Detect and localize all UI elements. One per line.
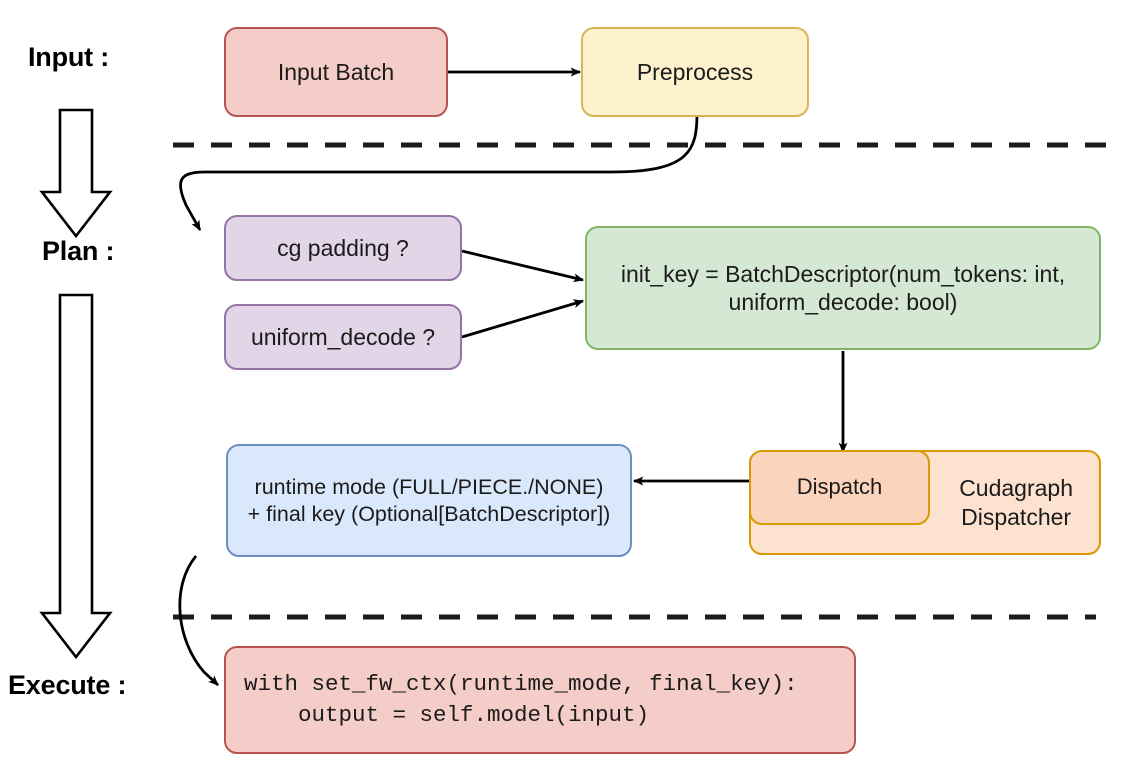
connector-runtime-mode-to-execute-code [178, 555, 219, 687]
input-to-plan-arrow [39, 108, 113, 239]
node-dispatch[interactable]: Dispatch [749, 450, 930, 525]
node-uniform-decode-label: uniform_decode ? [250, 323, 436, 350]
node-dispatch-label: Dispatch [796, 474, 883, 500]
stage-label-plan: Plan : [42, 236, 115, 266]
plan-to-execute-arrow [39, 293, 113, 660]
node-init-key[interactable]: init_key = BatchDescriptor(num_tokens: i… [585, 226, 1101, 350]
connector-cg-padding-to-init-key [461, 249, 585, 283]
node-preprocess[interactable]: Preprocess [581, 27, 809, 117]
node-execute-code-label: with set_fw_ctx(runtime_mode, final_key)… [244, 670, 798, 728]
connector-uniform-decode-to-init-key [461, 299, 585, 339]
node-cg-padding-label: cg padding ? [277, 234, 409, 261]
node-input-batch[interactable]: Input Batch [224, 27, 448, 117]
node-init-key-label: init_key = BatchDescriptor(num_tokens: i… [620, 260, 1066, 315]
node-input-batch-label: Input Batch [277, 58, 395, 85]
node-execute-code[interactable]: with set_fw_ctx(runtime_mode, final_key)… [224, 646, 856, 754]
node-cudagraph-dispatcher-label: Cudagraph Dispatcher [959, 475, 1073, 530]
stage-label-input: Input : [28, 42, 110, 72]
node-uniform-decode[interactable]: uniform_decode ? [224, 304, 462, 370]
connector-preprocess-to-cg-padding [179, 112, 699, 231]
node-cg-padding[interactable]: cg padding ? [224, 215, 462, 281]
node-runtime-mode[interactable]: runtime mode (FULL/PIECE./NONE) + final … [226, 444, 632, 557]
node-runtime-mode-label: runtime mode (FULL/PIECE./NONE) + final … [247, 475, 611, 526]
stage-label-execute: Execute : [8, 670, 127, 700]
node-preprocess-label: Preprocess [636, 58, 754, 85]
